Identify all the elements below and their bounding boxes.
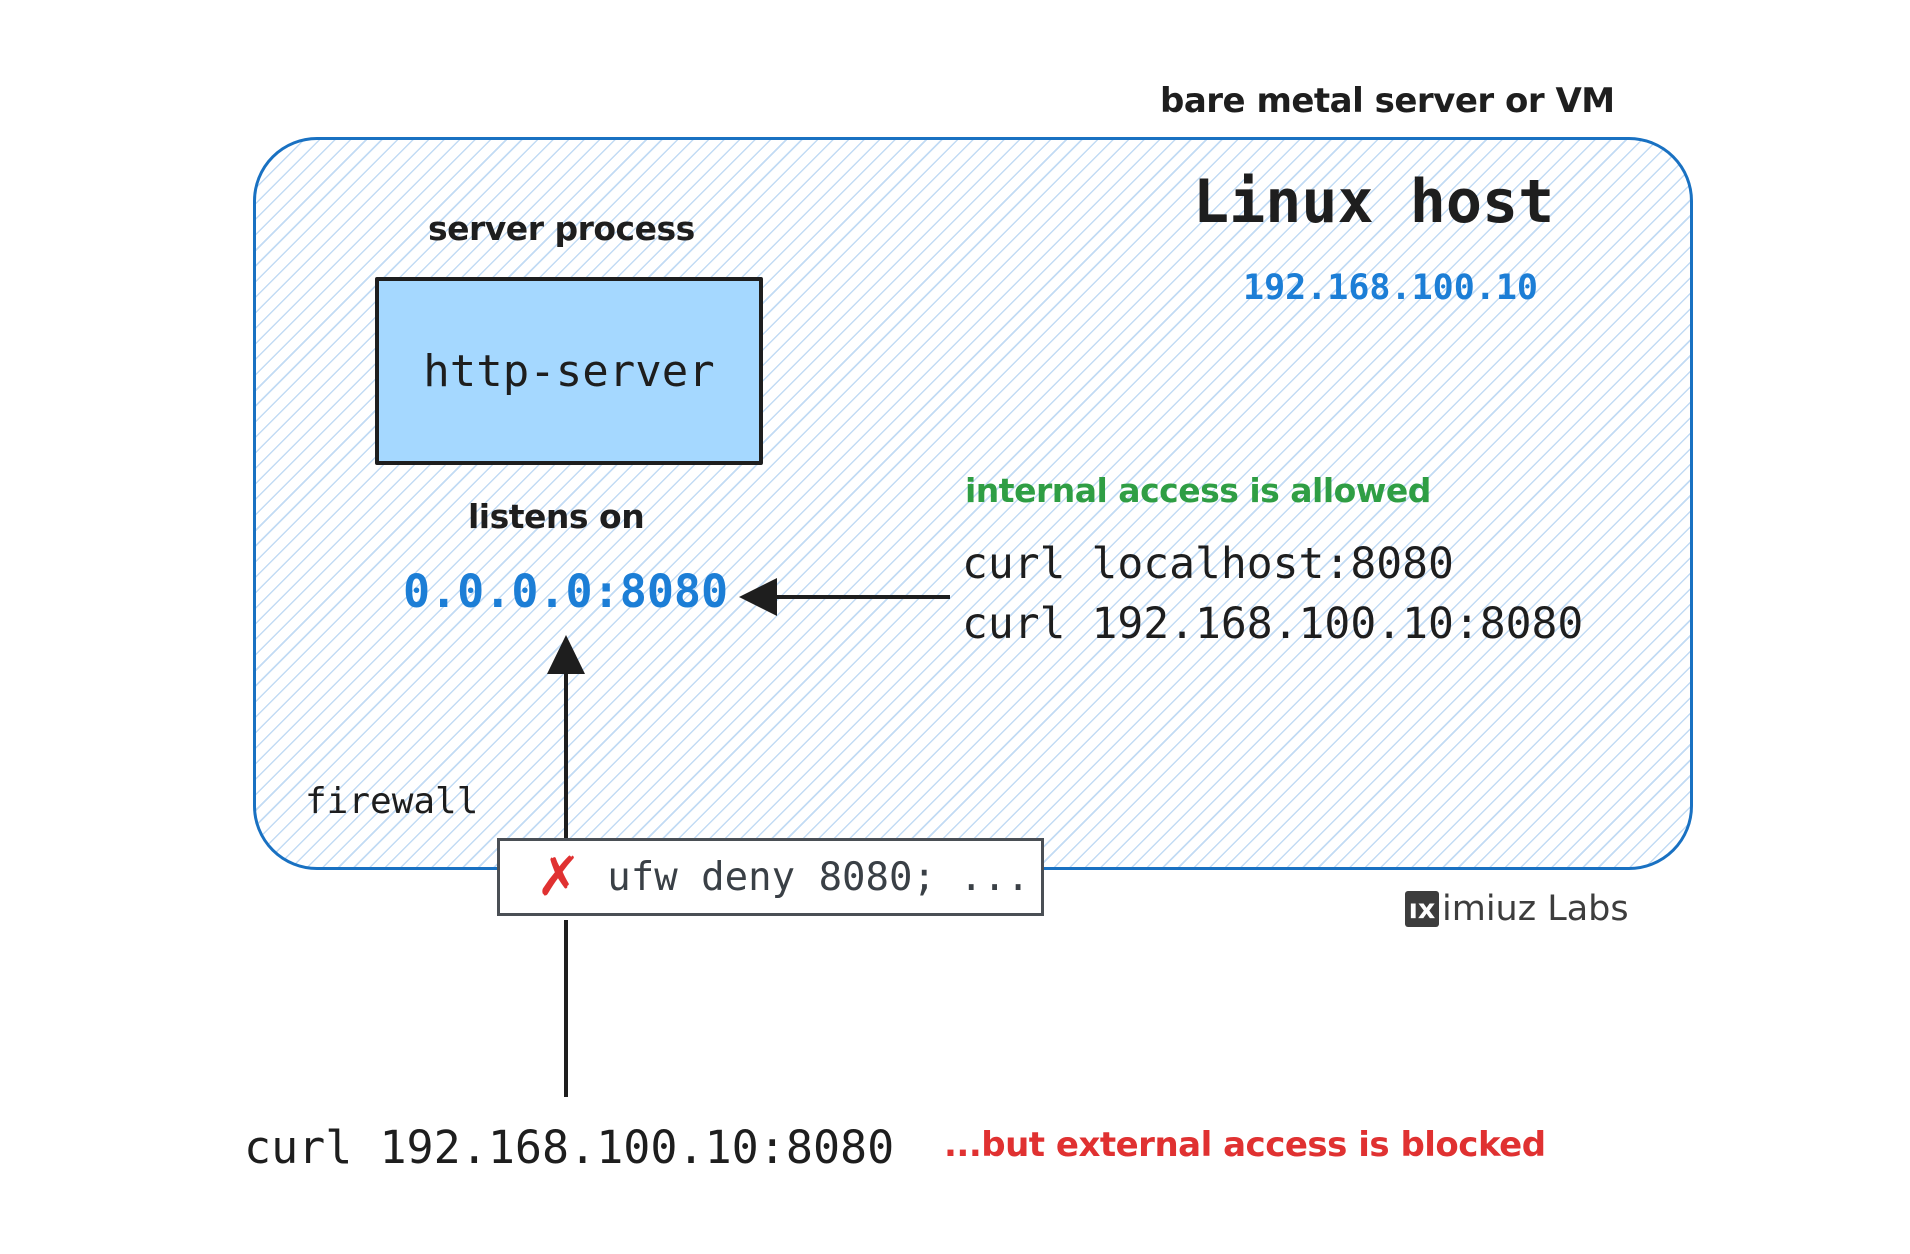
http-server-box: http-server xyxy=(375,277,763,465)
curl-external-command: curl 192.168.100.10:8080 xyxy=(244,1121,895,1174)
curl-internal-ip-command: curl 192.168.100.10:8080 xyxy=(962,599,1584,649)
listen-address: 0.0.0.0:8080 xyxy=(403,565,729,618)
server-process-label: server process xyxy=(428,209,695,248)
bare-metal-label: bare metal server or VM xyxy=(1160,81,1615,121)
internal-access-note: internal access is allowed xyxy=(965,471,1431,510)
firewall-rule-box: ✗ ufw deny 8080; ... xyxy=(497,838,1044,916)
curl-localhost-command: curl localhost:8080 xyxy=(962,539,1454,589)
external-blocked-note: ...but external access is blocked xyxy=(944,1125,1546,1165)
iximiuz-logo-icon: ıx xyxy=(1405,891,1439,927)
iximiuz-logo-text: imiuz Labs xyxy=(1442,889,1629,929)
process-name: http-server xyxy=(423,345,715,397)
host-ip: 192.168.100.10 xyxy=(1243,268,1539,308)
linux-host-box xyxy=(253,137,1693,870)
host-title: Linux host xyxy=(1193,167,1555,237)
firewall-label: firewall xyxy=(305,781,479,822)
iximiuz-labs-logo: ıx imiuz Labs xyxy=(1405,889,1629,929)
firewall-rule-text: ufw deny 8080; ... xyxy=(607,854,1030,900)
listens-on-label: listens on xyxy=(468,497,645,536)
blocked-x-icon: ✗ xyxy=(536,845,582,908)
